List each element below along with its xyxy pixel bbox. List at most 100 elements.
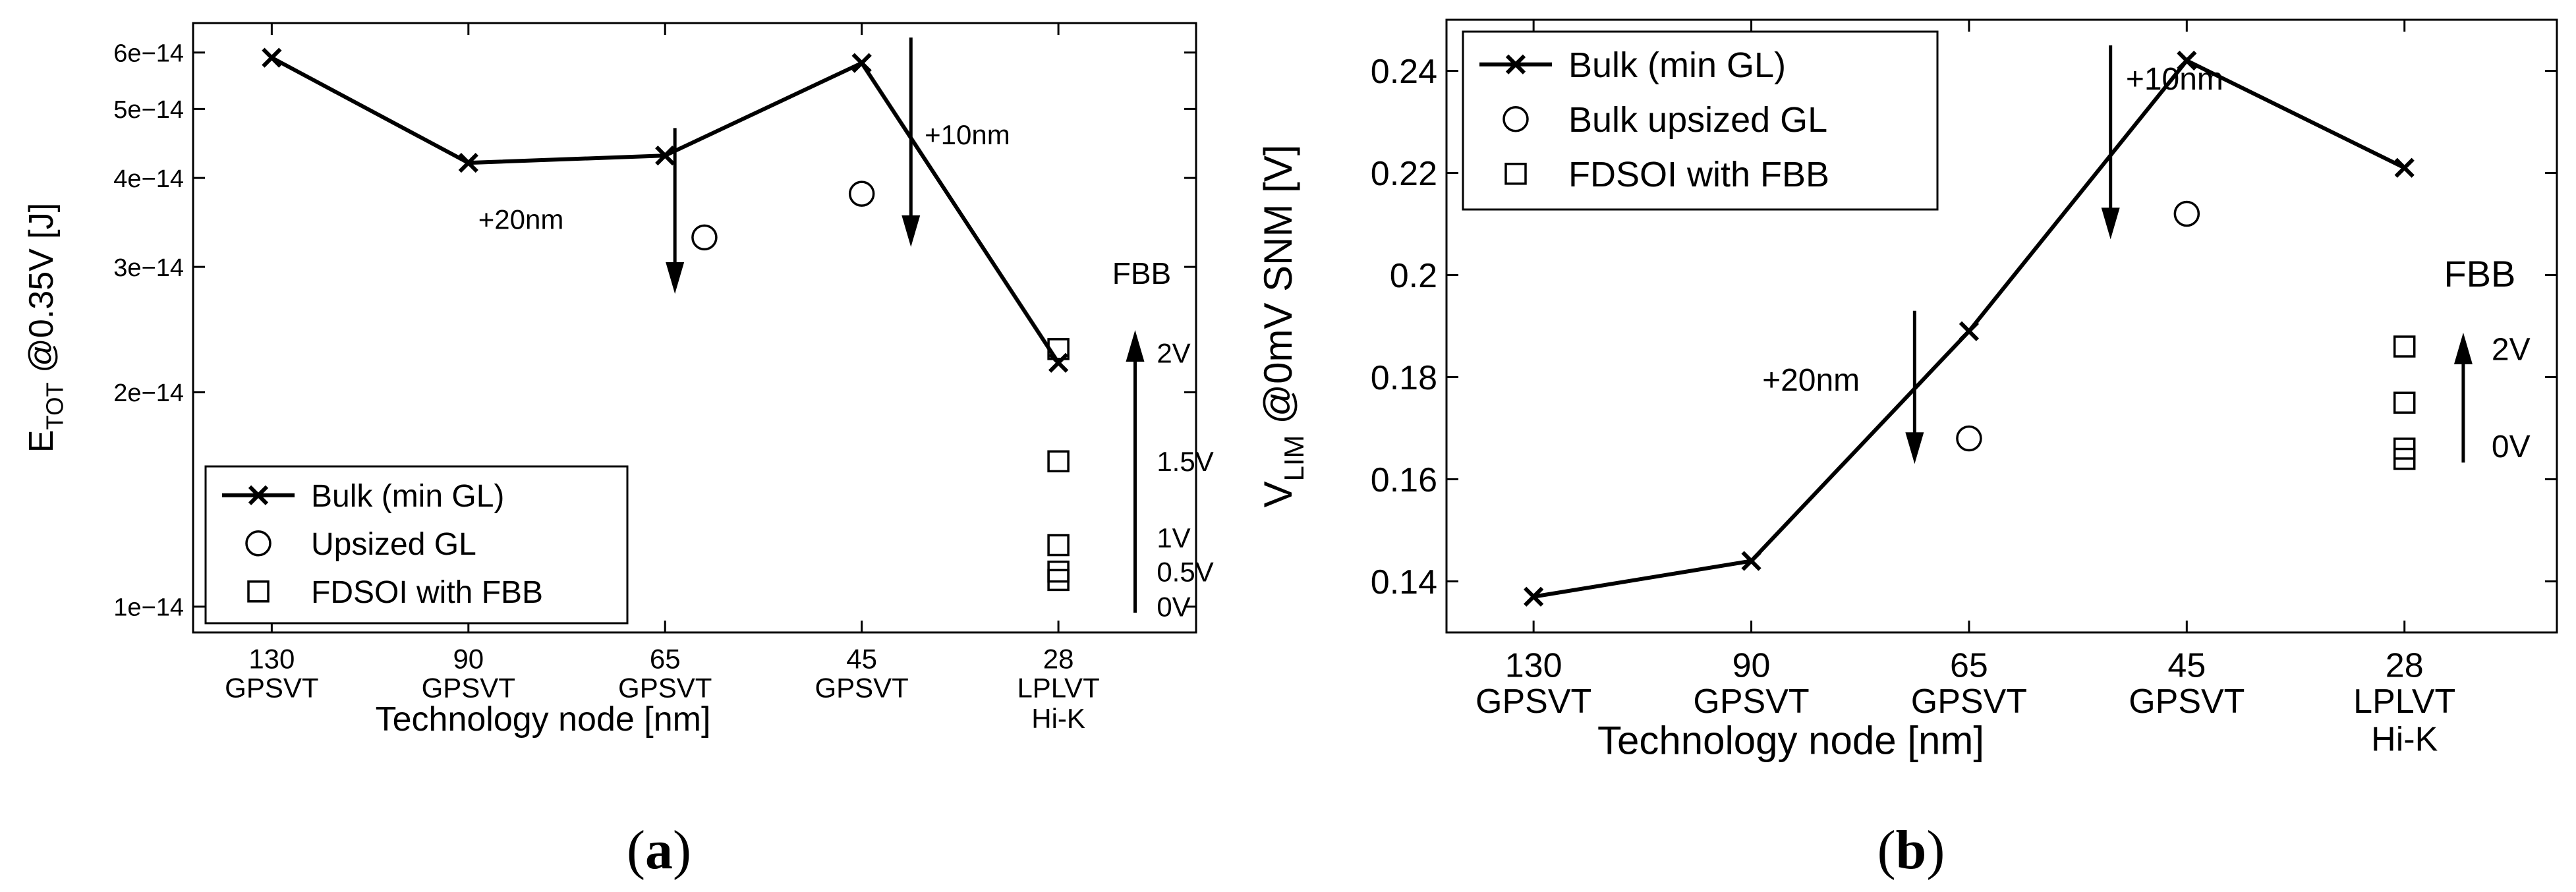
- data-point-x: [655, 146, 675, 166]
- y-axis-label-rest: @0.35V [J]: [22, 203, 61, 382]
- x-tick-label-tech: GPSVT: [2129, 683, 2245, 721]
- legend-marker-square: [247, 580, 270, 603]
- fbb-title: FBB: [2444, 253, 2515, 294]
- legend-label: Bulk upsized GL: [1568, 100, 1827, 140]
- series-line-0: [270, 55, 1060, 364]
- legend-label: Upsized GL: [311, 527, 476, 562]
- data-point-circle: [691, 224, 718, 251]
- data-point-square: [1047, 534, 1070, 557]
- x-tick-label-node: 130: [1505, 647, 1562, 685]
- caption-paren-close: ): [1926, 820, 1945, 881]
- data-point-square: [1047, 450, 1070, 472]
- y-tick-label: 6e−14: [113, 40, 184, 67]
- fbb-label: 2V: [1157, 338, 1190, 369]
- legend-label: FDSOI with FBB: [1568, 155, 1829, 194]
- y-axis-label: VLIM @0mV SNM [V]: [1256, 144, 1309, 507]
- legend-marker-x: [248, 485, 269, 505]
- data-point-x: [851, 53, 872, 73]
- data-point-circle: [1956, 425, 1982, 452]
- x-tick-label-node: 65: [650, 644, 681, 675]
- legend-marker-circle: [1503, 106, 1529, 132]
- fbb-title: FBB: [1112, 256, 1171, 291]
- data-point-x: [2394, 157, 2415, 178]
- x-tick-label-node: 130: [248, 644, 295, 675]
- data-point-x: [1741, 551, 1761, 571]
- annotation-arrow-head: [1905, 432, 1924, 464]
- panel-caption: (b): [1877, 820, 1945, 881]
- caption-paren-open: (: [627, 820, 645, 881]
- x-tick-label-tech: GPSVT: [422, 673, 515, 704]
- fbb-label: 0V: [1157, 592, 1190, 623]
- caption-paren-open: (: [1877, 820, 1896, 881]
- x-tick-label-tech: GPSVT: [1693, 683, 1809, 721]
- y-tick-label: 3e−14: [113, 254, 184, 282]
- annotation-label: +10nm: [2126, 62, 2223, 97]
- panel-caption: (a): [627, 820, 691, 881]
- data-point-x: [1524, 586, 1544, 607]
- data-point-square: [1047, 560, 1070, 583]
- y-axis-label-sub: LIM: [1278, 435, 1309, 481]
- annotation-label: +10nm: [925, 119, 1010, 150]
- data-point-square: [1047, 569, 1070, 592]
- y-axis-label-main: E: [22, 430, 61, 453]
- caption-letter: a: [645, 820, 673, 881]
- fbb-arrow-head: [1126, 330, 1145, 362]
- fbb-label: 2V: [2492, 333, 2531, 368]
- y-axis-label-sub: TOT: [42, 382, 69, 430]
- y-tick-label: 1e−14: [113, 594, 184, 622]
- y-tick-label: 2e−14: [113, 379, 184, 407]
- legend: Bulk (min GL) Bulk upsized GL FDSOI with F…: [1462, 30, 1939, 211]
- x-tick-label-node: 65: [1950, 647, 1988, 685]
- legend: Bulk (min GL) Upsized GL FDSOI with FBB: [204, 465, 629, 625]
- fbb-arrow-head: [2453, 332, 2473, 364]
- data-point-x: [262, 47, 282, 68]
- y-tick-label: 4e−14: [113, 165, 184, 193]
- data-point-x: [1048, 352, 1069, 373]
- annotation-arrow-head: [2101, 208, 2120, 240]
- fbb-label: 1.5V: [1157, 446, 1213, 477]
- legend-box: [204, 465, 629, 625]
- y-tick-label: 0.22: [1371, 155, 1437, 193]
- data-point-circle: [848, 181, 875, 207]
- legend-marker-square: [1504, 163, 1527, 185]
- fbb-label: 0V: [2492, 430, 2531, 464]
- x-tick-label-extra: Hi-K: [2371, 720, 2438, 758]
- x-tick-label-node: 45: [846, 644, 877, 675]
- x-tick-label-node: 28: [2386, 647, 2424, 685]
- x-tick-label-tech: GPSVT: [618, 673, 712, 704]
- legend-marker-circle: [245, 530, 272, 557]
- annotation-label: +20nm: [1762, 363, 1860, 398]
- annotation-arrow-head: [666, 262, 685, 294]
- y-tick-label: 5e−14: [113, 96, 184, 124]
- y-tick-label: 0.14: [1371, 563, 1437, 601]
- x-tick-label-node: 45: [2167, 647, 2206, 685]
- x-tick-label-tech: GPSVT: [225, 673, 318, 704]
- y-tick-label: 0.16: [1371, 461, 1437, 499]
- annotation-arrow-head: [902, 215, 921, 247]
- x-tick-label-node: 28: [1043, 644, 1074, 675]
- x-axis-label: Technology node [nm]: [1597, 719, 1984, 763]
- legend-label: Bulk (min GL): [1568, 45, 1786, 85]
- x-axis-label: Technology node [nm]: [376, 700, 711, 739]
- x-tick-label-node: 90: [1732, 647, 1771, 685]
- x-tick-label-tech: GPSVT: [1911, 683, 2027, 721]
- y-axis-label-rest: @0mV SNM [V]: [1256, 144, 1300, 435]
- chart-panel-a: 1e−142e−143e−144e−145e−146e−14130GPSVT90…: [22, 22, 1214, 881]
- caption-letter: b: [1896, 820, 1927, 881]
- data-point-square: [1047, 338, 1070, 360]
- data-point-x: [1959, 321, 1980, 341]
- x-tick-label-tech: LPLVT: [2353, 683, 2455, 721]
- plot-area: [1445, 18, 2558, 634]
- data-point-square: [2393, 335, 2416, 358]
- x-tick-label-tech: GPSVT: [1475, 683, 1591, 721]
- x-tick-label-node: 90: [453, 644, 484, 675]
- x-tick-label-tech: GPSVT: [815, 673, 908, 704]
- y-tick-label: 0.18: [1371, 359, 1437, 397]
- legend-label: Bulk (min GL): [311, 479, 504, 514]
- y-tick-label: 0.2: [1390, 257, 1437, 295]
- plot-area: [192, 22, 1197, 634]
- legend-label: FDSOI with FBB: [311, 575, 543, 610]
- data-point-square: [2393, 447, 2416, 470]
- x-tick-label-extra: Hi-K: [1031, 703, 1085, 734]
